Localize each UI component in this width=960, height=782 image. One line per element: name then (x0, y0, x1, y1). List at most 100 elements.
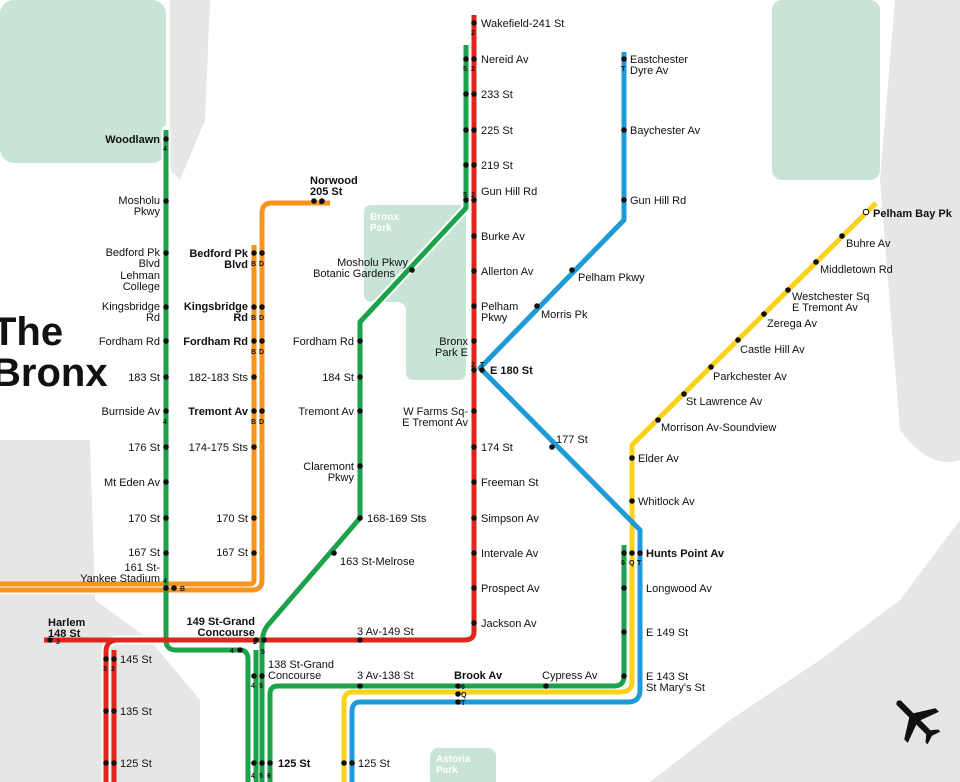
station-gun-hill-2[interactable]: Gun Hill Rd (481, 186, 537, 198)
station-bedford-4-l2[interactable]: Blvd (139, 258, 160, 270)
station-138-grand-l2[interactable]: Concourse (268, 670, 321, 682)
station-mosholu-4-l2[interactable]: Pkwy (134, 206, 161, 218)
station-prospect[interactable]: Prospect Av (481, 583, 540, 595)
station-fordham-d[interactable]: Fordham Rd (183, 336, 248, 348)
station-pelham-pkwy-t[interactable]: Pelham Pkwy (578, 272, 645, 284)
station-233[interactable]: 233 St (481, 89, 513, 101)
route-q: Q (629, 560, 635, 567)
station-woodlawn[interactable]: Woodlawn (105, 134, 160, 146)
station-cypress[interactable]: Cypress Av (542, 670, 598, 682)
station-morris-pk[interactable]: Morris Pk (541, 309, 588, 321)
station-gun-hill-t[interactable]: Gun Hill Rd (630, 195, 686, 207)
station-3av-138[interactable]: 3 Av-138 St (357, 670, 414, 682)
station-kingsbridge-d-l2[interactable]: Rd (233, 312, 248, 324)
station-burke[interactable]: Burke Av (481, 231, 525, 243)
station-pelham-bay[interactable]: Pelham Bay Pk (873, 208, 953, 220)
station-eastchester-l2[interactable]: Dyre Av (630, 65, 669, 77)
station-zerega[interactable]: Zerega Av (767, 318, 817, 330)
station-170-4[interactable]: 170 St (128, 513, 160, 525)
station-176[interactable]: 176 St (128, 442, 160, 454)
station-149-grand-l2[interactable]: Concourse (198, 627, 255, 639)
station-bedford-4-l4[interactable]: College (123, 281, 160, 293)
station-intervale[interactable]: Intervale Av (481, 548, 539, 560)
station-simpson[interactable]: Simpson Av (481, 513, 539, 525)
station-125-q[interactable]: 125 St (358, 758, 390, 770)
station-norwood-l2[interactable]: 205 St (310, 186, 343, 198)
station-baychester[interactable]: Baychester Av (630, 125, 701, 137)
station-whitlock[interactable]: Whitlock Av (638, 496, 695, 508)
station-claremont-l1[interactable]: Claremont (303, 461, 354, 473)
station-170-d[interactable]: 170 St (216, 513, 248, 525)
station-allerton[interactable]: Allerton Av (481, 266, 534, 278)
station-184[interactable]: 184 St (322, 372, 354, 384)
station-freeman[interactable]: Freeman St (481, 477, 538, 489)
station-167-4[interactable]: 167 St (128, 547, 160, 559)
station-163[interactable]: 163 St-Melrose (340, 556, 415, 568)
station-kingsbridge-4-l1[interactable]: Kingsbridge (102, 301, 160, 313)
station-183[interactable]: 183 St (128, 372, 160, 384)
station-149-grand-l1[interactable]: 149 St-Grand (187, 616, 255, 628)
station-fordham-5[interactable]: Fordham Rd (293, 336, 354, 348)
station-pelham-pkwy-2-l2[interactable]: Pkwy (481, 312, 508, 324)
station-w-farms-l2[interactable]: E Tremont Av (402, 417, 468, 429)
station-eastchester-l1[interactable]: Eastchester (630, 54, 688, 66)
station-125-4[interactable]: 125 St (278, 758, 311, 770)
station-174[interactable]: 174 St (481, 442, 513, 454)
station-138-grand-l1[interactable]: 138 St-Grand (268, 659, 334, 671)
station-buhre[interactable]: Buhre Av (846, 238, 891, 250)
station-w-farms-l1[interactable]: W Farms Sq- (403, 406, 468, 418)
station-e149[interactable]: E 149 St (646, 627, 688, 639)
station-longwood[interactable]: Longwood Av (646, 583, 712, 595)
station-125-2[interactable]: 125 St (120, 758, 152, 770)
station-yankee-l1[interactable]: 161 St- (125, 562, 161, 574)
station-225[interactable]: 225 St (481, 125, 513, 137)
station-middletown[interactable]: Middletown Rd (820, 264, 893, 276)
station-167-d[interactable]: 167 St (216, 547, 248, 559)
station-mosholu-4-l1[interactable]: Mosholu (118, 195, 160, 207)
station-219[interactable]: 219 St (481, 160, 513, 172)
station-norwood-l1[interactable]: Norwood (310, 175, 358, 187)
station-brook[interactable]: Brook Av (454, 670, 503, 682)
station-bedford-4-l1[interactable]: Bedford Pk (106, 247, 161, 259)
station-harlem-l2[interactable]: 148 St (48, 628, 81, 640)
station-bedford-4-l3[interactable]: Lehman (120, 270, 160, 282)
station-burnside[interactable]: Burnside Av (101, 406, 160, 418)
station-168-169[interactable]: 168-169 Sts (367, 513, 427, 525)
station-harlem-l1[interactable]: Harlem (48, 617, 86, 629)
station-174-175[interactable]: 174-175 Sts (189, 442, 249, 454)
station-morrison[interactable]: Morrison Av-Soundview (661, 422, 776, 434)
station-135[interactable]: 135 St (120, 706, 152, 718)
station-kingsbridge-d-l1[interactable]: Kingsbridge (184, 301, 248, 313)
station-fordham-4[interactable]: Fordham Rd (99, 336, 160, 348)
station-3av-149[interactable]: 3 Av-149 St (357, 626, 414, 638)
station-145[interactable]: 145 St (120, 654, 152, 666)
station-bedford-d-l1[interactable]: Bedford Pk (189, 248, 249, 260)
station-hunts-point[interactable]: Hunts Point Av (646, 548, 725, 560)
station-westchester-l1[interactable]: Westchester Sq (792, 291, 869, 303)
station-nereid[interactable]: Nereid Av (481, 54, 529, 66)
station-mosholu-botanic-l1[interactable]: Mosholu Pkwy (337, 257, 408, 269)
station-mt-eden[interactable]: Mt Eden Av (104, 477, 161, 489)
station-jackson[interactable]: Jackson Av (481, 618, 537, 630)
station-e180[interactable]: E 180 St (490, 365, 533, 377)
station-kingsbridge-4-l2[interactable]: Rd (146, 312, 160, 324)
station-wakefield[interactable]: Wakefield-241 St (481, 18, 564, 30)
station-182-183[interactable]: 182-183 Sts (189, 372, 249, 384)
station-mosholu-botanic-l2[interactable]: Botanic Gardens (313, 268, 395, 280)
station-parkchester[interactable]: Parkchester Av (713, 371, 787, 383)
station-bedford-d-l2[interactable]: Blvd (224, 259, 248, 271)
station-bronx-park-e-l2[interactable]: Park E (435, 347, 468, 359)
station-elder[interactable]: Elder Av (638, 453, 679, 465)
station-bronx-park-e-l1[interactable]: Bronx (439, 336, 468, 348)
station-yankee-l2[interactable]: Yankee Stadium (80, 573, 160, 585)
station-tremont-d[interactable]: Tremont Av (188, 406, 249, 418)
station-westchester-l2[interactable]: E Tremont Av (792, 302, 858, 314)
station-claremont-l2[interactable]: Pkwy (328, 472, 355, 484)
station-177[interactable]: 177 St (556, 434, 588, 446)
station-castle-hill[interactable]: Castle Hill Av (740, 344, 805, 356)
station-e143-l2[interactable]: St Mary's St (646, 682, 705, 694)
station-e143-l1[interactable]: E 143 St (646, 671, 688, 683)
station-pelham-pkwy-2-l1[interactable]: Pelham (481, 301, 518, 313)
station-st-lawrence[interactable]: St Lawrence Av (686, 396, 763, 408)
station-tremont-5[interactable]: Tremont Av (298, 406, 354, 418)
